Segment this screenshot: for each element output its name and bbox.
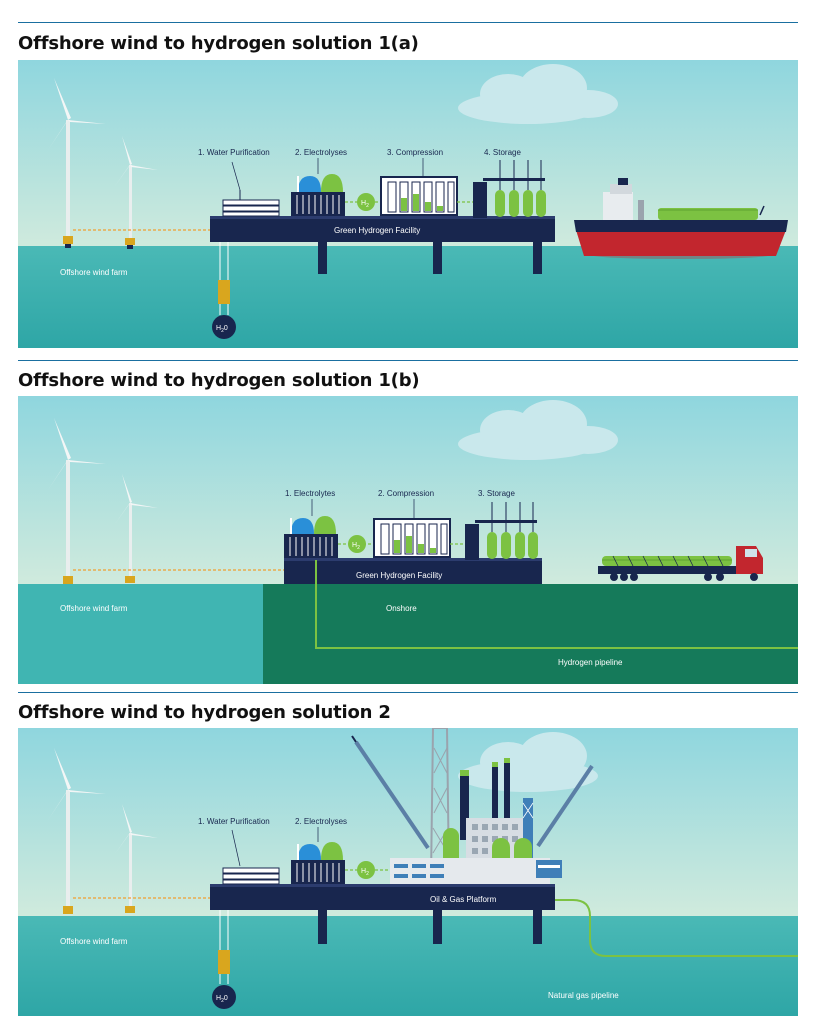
compression-unit xyxy=(373,518,451,558)
step-label: 1. Water Purification xyxy=(198,817,270,826)
hydrogen-molecule-icon: H2 xyxy=(357,193,375,211)
wind-turbine-icon xyxy=(48,418,106,584)
hydrogen-pipeline xyxy=(315,560,798,649)
compression-unit xyxy=(380,176,458,216)
oil-rig-structure xyxy=(351,728,594,884)
natural-gas-pipeline xyxy=(555,899,798,957)
storage-cylinders xyxy=(465,502,538,560)
wind-turbine-icon xyxy=(115,136,158,249)
wind-turbine-icon xyxy=(48,748,106,914)
tube-trailer-truck-icon xyxy=(598,546,763,581)
pipeline-label: Natural gas pipeline xyxy=(548,991,619,1000)
svg-text:H2: H2 xyxy=(361,868,369,877)
step-label: 4. Storage xyxy=(484,148,521,157)
water-purification-unit xyxy=(222,190,280,217)
svg-text:H20: H20 xyxy=(216,995,228,1004)
electrolyser-unit xyxy=(291,174,345,216)
divider-rule xyxy=(18,22,798,23)
green-hydrogen-facility xyxy=(284,558,542,584)
diagram-panel-1b: Offshore wind farm Green Hydrogen Facili… xyxy=(18,396,798,684)
tanker-ship-icon xyxy=(574,178,788,259)
water-molecule-icon: H20 xyxy=(212,315,236,339)
water-molecule-icon: H20 xyxy=(212,985,236,1009)
diagram-panel-2: Offshore wind farm H20 Oil & Gas Platfor… xyxy=(18,728,798,1016)
svg-text:H2: H2 xyxy=(352,542,360,551)
divider-rule xyxy=(18,360,798,361)
oil-gas-platform xyxy=(210,884,555,944)
facility-label: Green Hydrogen Facility xyxy=(356,571,442,580)
panel-title: Offshore wind to hydrogen solution 1(a) xyxy=(18,33,419,54)
callout-line xyxy=(231,829,241,867)
wind-turbine-icon xyxy=(115,474,158,583)
facility-label: Oil & Gas Platform xyxy=(430,895,497,904)
water-purification-unit xyxy=(222,867,280,885)
wind-farm-label: Offshore wind farm xyxy=(60,268,128,277)
hydrogen-molecule-icon: H2 xyxy=(357,861,375,879)
svg-text:H20: H20 xyxy=(216,325,228,334)
onshore-land xyxy=(263,584,798,684)
storage-cylinders xyxy=(473,160,546,218)
divider-rule xyxy=(18,692,798,693)
step-label: 2. Electrolyses xyxy=(295,817,347,826)
step-label: 3. Compression xyxy=(387,148,443,157)
sea xyxy=(18,246,798,348)
onshore-label: Onshore xyxy=(386,604,417,613)
diagram-panel-1a: Offshore wind farm H20 Green Hydrogen Fa… xyxy=(18,60,798,348)
cloud-icon xyxy=(458,400,618,460)
step-label: 3. Storage xyxy=(478,489,515,498)
callout-line xyxy=(231,161,241,191)
hydrogen-molecule-icon: H2 xyxy=(348,535,366,553)
facility-label: Green Hydrogen Facility xyxy=(334,226,420,235)
wind-farm-label: Offshore wind farm xyxy=(60,604,128,613)
step-label: 1. Water Purification xyxy=(198,148,270,157)
water-intake-pipe xyxy=(218,903,230,984)
sea xyxy=(18,916,798,1016)
panel-title: Offshore wind to hydrogen solution 2 xyxy=(18,702,391,723)
step-label: 2. Compression xyxy=(378,489,434,498)
step-label: 2. Electrolyses xyxy=(295,148,347,157)
green-hydrogen-facility xyxy=(210,216,555,274)
wind-farm-label: Offshore wind farm xyxy=(60,937,128,946)
step-label: 1. Electrolytes xyxy=(285,489,335,498)
electrolyser-unit xyxy=(291,842,345,884)
wind-turbine-icon xyxy=(48,78,106,248)
cloud-icon xyxy=(458,64,618,124)
electrolyser-unit xyxy=(284,516,338,558)
panel-title: Offshore wind to hydrogen solution 1(b) xyxy=(18,370,420,391)
wind-turbine-icon xyxy=(115,804,158,913)
pipeline-label: Hydrogen pipeline xyxy=(558,658,623,667)
water-intake-pipe xyxy=(218,235,230,315)
sea xyxy=(18,584,263,684)
svg-text:H2: H2 xyxy=(361,200,369,209)
